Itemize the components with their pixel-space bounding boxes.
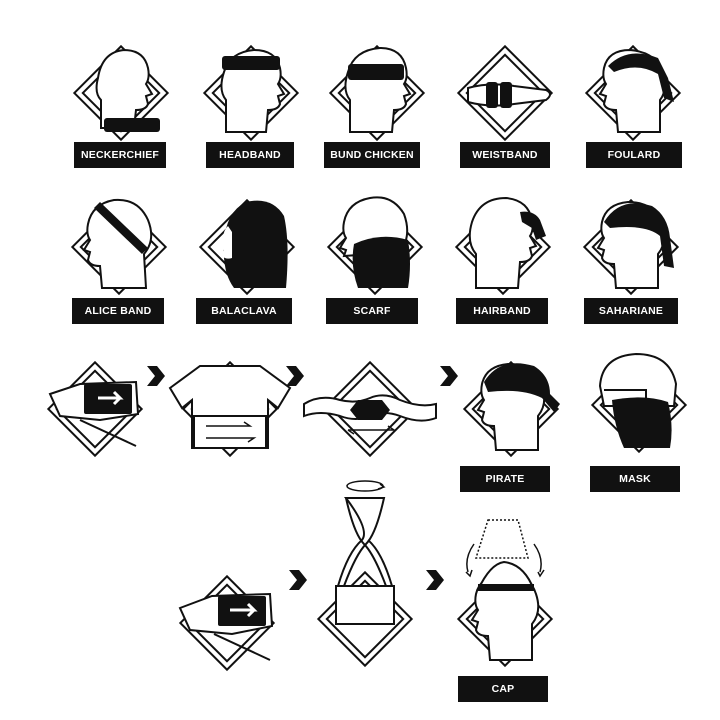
label-hairband: HAIRBAND bbox=[456, 298, 548, 324]
label-weistband: WEISTBAND bbox=[460, 142, 550, 168]
label-cap: CAP bbox=[458, 676, 548, 702]
pirate-step-fold-hands bbox=[46, 360, 144, 458]
foulard-illustration bbox=[584, 44, 682, 142]
step-arrow-3 bbox=[440, 366, 458, 386]
pirate-step-fold-cloth bbox=[168, 360, 292, 458]
hairband-illustration bbox=[454, 196, 552, 296]
mask-illustration bbox=[590, 352, 688, 454]
pirate-illustration bbox=[462, 360, 560, 458]
cap-step-fold-hands bbox=[178, 574, 276, 672]
label-scarf: SCARF bbox=[326, 298, 418, 324]
label-mask: MASK bbox=[590, 466, 680, 492]
label-alice-band: ALICE BAND bbox=[72, 298, 164, 324]
step-arrow-1 bbox=[147, 366, 165, 386]
sahariane-illustration bbox=[582, 198, 680, 296]
cap-illustration bbox=[456, 519, 554, 668]
cap-step-twist-tube bbox=[316, 480, 414, 668]
label-headband: HEADBAND bbox=[206, 142, 294, 168]
pirate-step-twist-band bbox=[303, 360, 437, 458]
label-foulard: FOULARD bbox=[586, 142, 682, 168]
bund-chicken-illustration bbox=[328, 44, 426, 142]
label-pirate: PIRATE bbox=[460, 466, 550, 492]
label-balaclava: BALACLAVA bbox=[196, 298, 292, 324]
label-sahariane: SAHARIANE bbox=[584, 298, 678, 324]
neckerchief-illustration bbox=[72, 44, 170, 142]
step-arrow-2 bbox=[286, 366, 304, 386]
alice-band-illustration bbox=[70, 198, 168, 296]
label-neckerchief: NECKERCHIEF bbox=[74, 142, 166, 168]
weistband-illustration bbox=[456, 44, 554, 142]
step-arrow-5 bbox=[426, 570, 444, 590]
balaclava-illustration bbox=[198, 198, 296, 296]
label-bund-chicken: BUND CHICKEN bbox=[324, 142, 420, 168]
headband-illustration bbox=[202, 44, 300, 142]
scarf-illustration bbox=[326, 196, 424, 296]
step-arrow-4 bbox=[289, 570, 307, 590]
